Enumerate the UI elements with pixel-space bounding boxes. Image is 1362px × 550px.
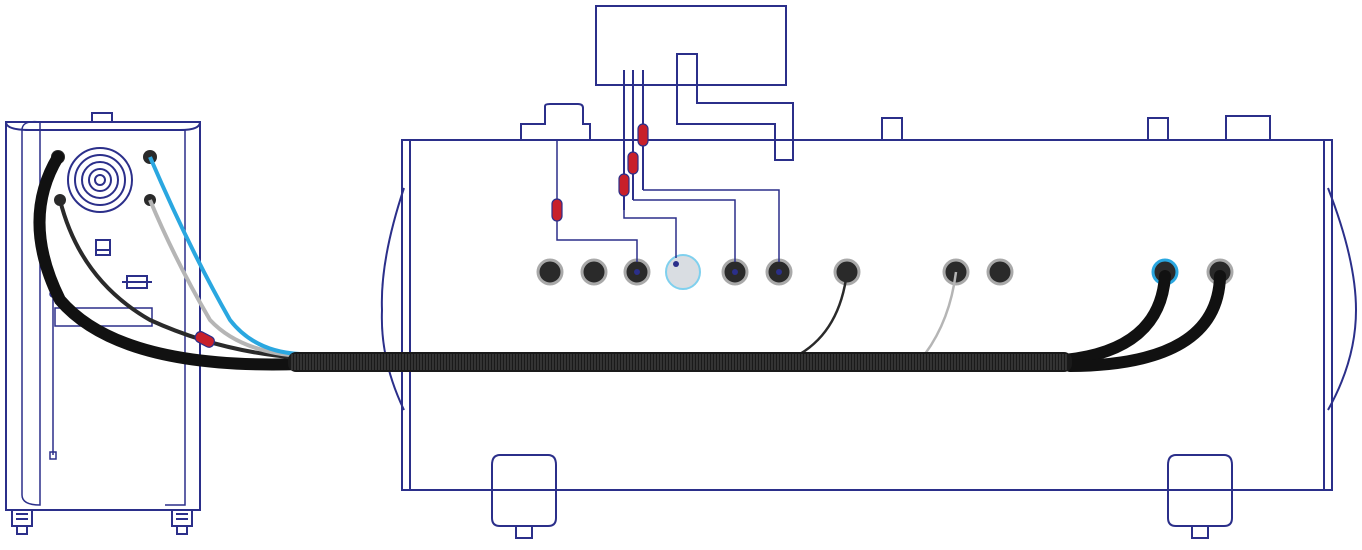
pump-ring-mid xyxy=(81,161,119,199)
tank-left-cap xyxy=(380,187,405,411)
tank-port-1 xyxy=(536,258,564,286)
sensor-wiring xyxy=(551,123,780,262)
chiller-top-trim xyxy=(5,121,201,131)
tank-port-3-pin xyxy=(634,269,640,275)
tank-port-4-pin xyxy=(732,269,738,275)
tank-nozzle-1 xyxy=(881,117,903,141)
control-box-port xyxy=(676,53,698,86)
cable-gray-chiller xyxy=(148,199,301,358)
tank-gauge xyxy=(665,254,701,290)
chiller-left-rail xyxy=(21,120,41,506)
tank-manhole xyxy=(1225,115,1271,141)
chiller-switch xyxy=(95,239,111,256)
control-box-body xyxy=(595,5,787,86)
cable-gray-tank xyxy=(923,271,958,355)
tank-port-8 xyxy=(986,258,1014,286)
tank-nozzle-2 xyxy=(1147,117,1169,141)
pump-ring-inner xyxy=(88,168,112,192)
tank-foot-right xyxy=(1167,454,1233,539)
tank-port-5-pin xyxy=(776,269,782,275)
tank-foot-left xyxy=(491,454,557,539)
tank-gauge-pin xyxy=(673,261,679,267)
sensor-wire-a xyxy=(556,140,638,262)
chiller-unit xyxy=(5,112,201,535)
sensor-connector-c xyxy=(627,151,639,175)
sensor-wire-d xyxy=(643,189,780,262)
chiller-caster-right xyxy=(171,509,193,535)
cable-blue-chiller xyxy=(148,156,301,356)
conduit-ribs xyxy=(291,354,1067,370)
chiller-top-vent xyxy=(91,112,113,123)
hose-cable-routing xyxy=(33,151,1226,372)
cable-conduit xyxy=(288,352,1072,372)
tank-valve-housing xyxy=(520,103,591,140)
chiller-panel xyxy=(54,307,153,327)
cable-dark-chiller xyxy=(58,199,301,360)
chiller-caster-left xyxy=(11,509,33,535)
chiller-body xyxy=(5,121,201,511)
sensor-wire-c xyxy=(633,199,736,262)
sensor-wire-b xyxy=(623,210,677,258)
sensor-connector-b xyxy=(618,173,630,197)
pump-ring-outer xyxy=(74,154,126,206)
hose-supply-chiller xyxy=(33,151,306,371)
sensor-connector-d xyxy=(637,123,649,147)
chiller-cable-connector xyxy=(194,331,216,348)
tank-body xyxy=(401,139,1333,491)
tank-right-cap xyxy=(1327,187,1358,411)
pump-hub xyxy=(94,174,106,186)
control-box-duct xyxy=(676,85,794,161)
chiller-right-rail xyxy=(165,129,186,506)
pump-housing xyxy=(67,147,133,213)
cable-dark-tank xyxy=(799,271,849,356)
hose-inlet-tank xyxy=(1059,270,1171,366)
hose-outlet-tank xyxy=(1064,270,1226,372)
chiller-level-base xyxy=(49,451,57,460)
tank-port-2 xyxy=(580,258,608,286)
sensor-connector-a xyxy=(551,198,563,222)
